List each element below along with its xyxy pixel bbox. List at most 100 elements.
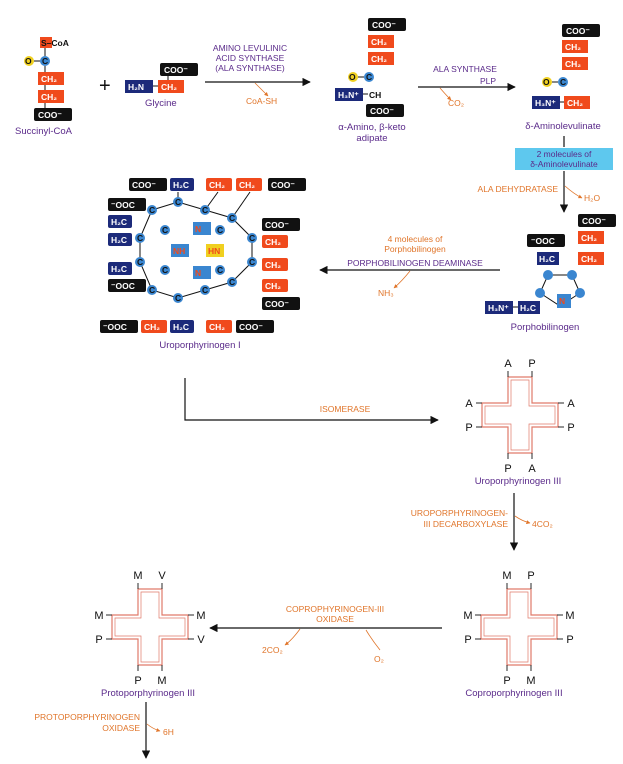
ring-carbon: C bbox=[202, 205, 208, 215]
copro3-label: Coproporphyrinogen III bbox=[465, 688, 562, 699]
proto-oxidase-label-1: PROTOPORPHYRINOGEN bbox=[34, 712, 140, 722]
substituent-label: P bbox=[464, 634, 471, 646]
ch2-group: CH₂ bbox=[209, 322, 225, 332]
substituent-label: M bbox=[94, 610, 103, 622]
substituent-label: P bbox=[504, 463, 511, 475]
two-ala-box bbox=[515, 148, 613, 170]
two-ala-label-1: 2 molecules of bbox=[537, 149, 592, 159]
amino-ketoadipate-label-2: adipate bbox=[356, 133, 387, 144]
coo-group: COO⁻ bbox=[265, 299, 289, 309]
substituent-label: A bbox=[567, 398, 575, 410]
carbon-label: C bbox=[560, 77, 566, 87]
ring-carbon: C bbox=[229, 277, 235, 287]
ch2-group: CH₂ bbox=[239, 180, 255, 190]
uro3-label: Uroporphyrinogen III bbox=[475, 476, 562, 487]
substituent-label: M bbox=[565, 610, 574, 622]
coo-group: COO⁻ bbox=[370, 106, 394, 116]
coo-group: ⁻OOC bbox=[103, 322, 127, 332]
h2o-byproduct: H₂O bbox=[584, 193, 600, 203]
amine-group: H₃N⁺ bbox=[488, 303, 509, 313]
coo-group: COO⁻ bbox=[271, 180, 295, 190]
succinyl-coa: S–CoA O C CH₂ CH₂ COO⁻ Succinyl-CoA bbox=[15, 37, 73, 137]
coo-group: COO⁻ bbox=[566, 26, 590, 36]
coo-group: ⁻OOC bbox=[111, 200, 135, 210]
sulfur-label: S–CoA bbox=[41, 38, 69, 48]
ring-carbon: C bbox=[149, 205, 155, 215]
substituent-label: P bbox=[527, 570, 534, 582]
ch2-group: CH₂ bbox=[265, 237, 281, 247]
nh3-byproduct: NH₃ bbox=[378, 288, 394, 298]
ch2-group: CH₂ bbox=[209, 180, 225, 190]
ala-dehydratase-label: ALA DEHYDRATASE bbox=[478, 184, 559, 194]
substituent-label: P bbox=[465, 422, 472, 434]
substituent-label: P bbox=[134, 675, 141, 687]
substituent-label: P bbox=[528, 358, 535, 370]
substituent-label: M bbox=[157, 675, 166, 687]
four-pbg-label-2: Porphobilinogen bbox=[384, 244, 446, 254]
ring-carbon: C bbox=[162, 225, 168, 235]
plp-cofactor: PLP bbox=[480, 76, 496, 86]
substituent-label: P bbox=[503, 675, 510, 687]
proto3-label: Protoporphyrinogen III bbox=[101, 688, 195, 699]
ala-synthase-label-1: AMINO LEVULINIC bbox=[213, 43, 287, 53]
ring-carbon: C bbox=[137, 257, 143, 267]
ch2-group: CH₂ bbox=[41, 92, 57, 102]
ch2-group: CH₂ bbox=[144, 322, 160, 332]
copro-oxidase-label-1: COPROPHYRINOGEN-III bbox=[286, 604, 384, 614]
ring-carbon: C bbox=[202, 285, 208, 295]
ala-synthase-label-3: (ALA SYNTHASE) bbox=[215, 63, 285, 73]
ch-group: CH bbox=[369, 90, 381, 100]
proto-oxidase-label-2: OXIDASE bbox=[102, 723, 140, 733]
pyrrole-n: N bbox=[195, 224, 201, 234]
h2c-group: H₂C bbox=[520, 303, 536, 313]
pbg-label: Porphobilinogen bbox=[511, 322, 580, 333]
substituent-label: V bbox=[197, 634, 205, 646]
ring-carbon: C bbox=[162, 265, 168, 275]
h2c-group: H₂C bbox=[539, 254, 555, 264]
four-pbg-label-1: 4 molecules of bbox=[388, 234, 443, 244]
ch2-group: CH₂ bbox=[565, 42, 581, 52]
four-co2-byproduct: 4CO₂ bbox=[532, 519, 553, 529]
carbon-label: C bbox=[366, 72, 372, 82]
ch2-group: CH₂ bbox=[161, 82, 177, 92]
uro-decarb-label-1: UROPORPHYRINOGEN- bbox=[411, 508, 508, 518]
oxygen-label: O bbox=[25, 56, 32, 66]
ring-carbon: C bbox=[217, 225, 223, 235]
ch2-group: CH₂ bbox=[565, 59, 581, 69]
substituent-label: P bbox=[95, 634, 102, 646]
glycine-label: Glycine bbox=[145, 98, 177, 109]
pyrrole-nh: NH bbox=[173, 246, 185, 256]
amine-group: H₂N bbox=[128, 82, 144, 92]
h2c-group: H₂C bbox=[111, 235, 127, 245]
glycine: COO⁻ H₂N CH₂ Glycine bbox=[125, 63, 198, 109]
pyrrole-hn: HN bbox=[208, 246, 220, 256]
amino-ketoadipate-label-1: α-Amino, β-keto bbox=[338, 122, 405, 133]
substituent-label: M bbox=[526, 675, 535, 687]
aminolevulinate: COO⁻ CH₂ CH₂ O C H₃N⁺ CH₂ δ-Aminolevulin… bbox=[525, 24, 601, 132]
substituent-label: M bbox=[133, 570, 142, 582]
ring-carbon: C bbox=[249, 233, 255, 243]
pyrrole-n: N bbox=[195, 268, 201, 278]
uro1-label: Uroporphyrinogen I bbox=[159, 340, 240, 351]
substituent-label: M bbox=[502, 570, 511, 582]
h2c-group: H₂C bbox=[173, 180, 189, 190]
succinyl-coa-label: Succinyl-CoA bbox=[15, 126, 73, 137]
ala-label: δ-Aminolevulinate bbox=[525, 121, 601, 132]
ring-carbon: C bbox=[175, 293, 181, 303]
two-co2-byproduct: 2CO₂ bbox=[262, 645, 283, 655]
isomerase-label: ISOMERASE bbox=[320, 404, 371, 414]
coo-group: COO⁻ bbox=[38, 110, 62, 120]
ring-carbon: C bbox=[149, 285, 155, 295]
ring-carbon: C bbox=[175, 197, 181, 207]
substituent-label: A bbox=[504, 358, 512, 370]
substituent-label: P bbox=[566, 634, 573, 646]
ch2-group: CH₂ bbox=[581, 254, 597, 264]
substituent-label: V bbox=[158, 570, 166, 582]
coa-sh-byproduct: CoA-SH bbox=[246, 96, 277, 106]
coo-group: COO⁻ bbox=[132, 180, 156, 190]
h2c-group: H₂C bbox=[173, 322, 189, 332]
